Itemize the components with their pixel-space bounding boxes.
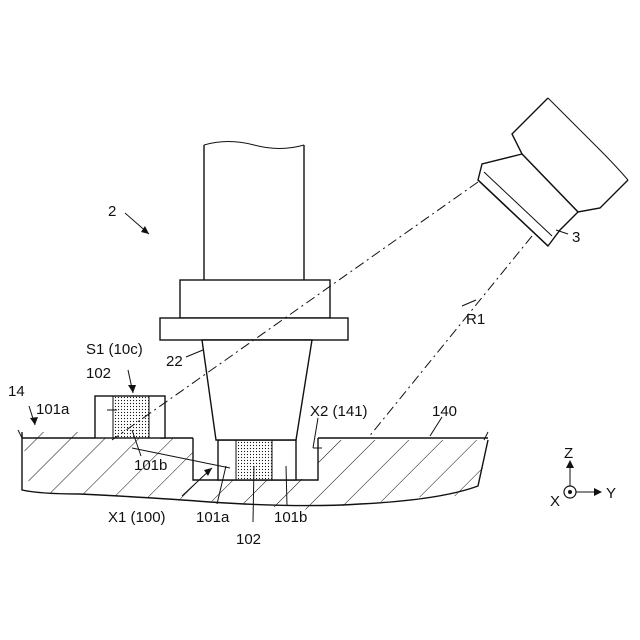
- label-nozzle: 22: [166, 353, 183, 370]
- label-chip-s1: S1 (10c): [86, 341, 143, 358]
- label-camera: 3: [572, 229, 580, 246]
- label-ray: R1: [466, 311, 485, 328]
- axis-label-y: Y: [606, 485, 616, 502]
- label-surface: 140: [432, 403, 457, 420]
- label-bottom-101b: 101b: [274, 509, 307, 526]
- label-chip-top-102: 102: [86, 365, 111, 382]
- axis-label-x: X: [550, 493, 560, 510]
- chip-s1: [95, 396, 165, 438]
- label-bottom-102: 102: [236, 531, 261, 548]
- chip-x1: [218, 440, 296, 480]
- label-x2: X2 (141): [310, 403, 368, 420]
- label-bottom-101a: 101a: [196, 509, 230, 526]
- label-device: 2: [108, 203, 116, 220]
- label-chip-top-101b: 101b: [134, 457, 167, 474]
- label-stage: 14: [8, 383, 25, 400]
- label-x1: X1 (100): [108, 509, 166, 526]
- nozzle-assembly: [160, 142, 348, 441]
- axis-triad: Z X Y: [550, 445, 616, 510]
- camera-body: [478, 98, 628, 246]
- axis-label-z: Z: [564, 445, 573, 462]
- label-chip-top-101a: 101a: [36, 401, 70, 418]
